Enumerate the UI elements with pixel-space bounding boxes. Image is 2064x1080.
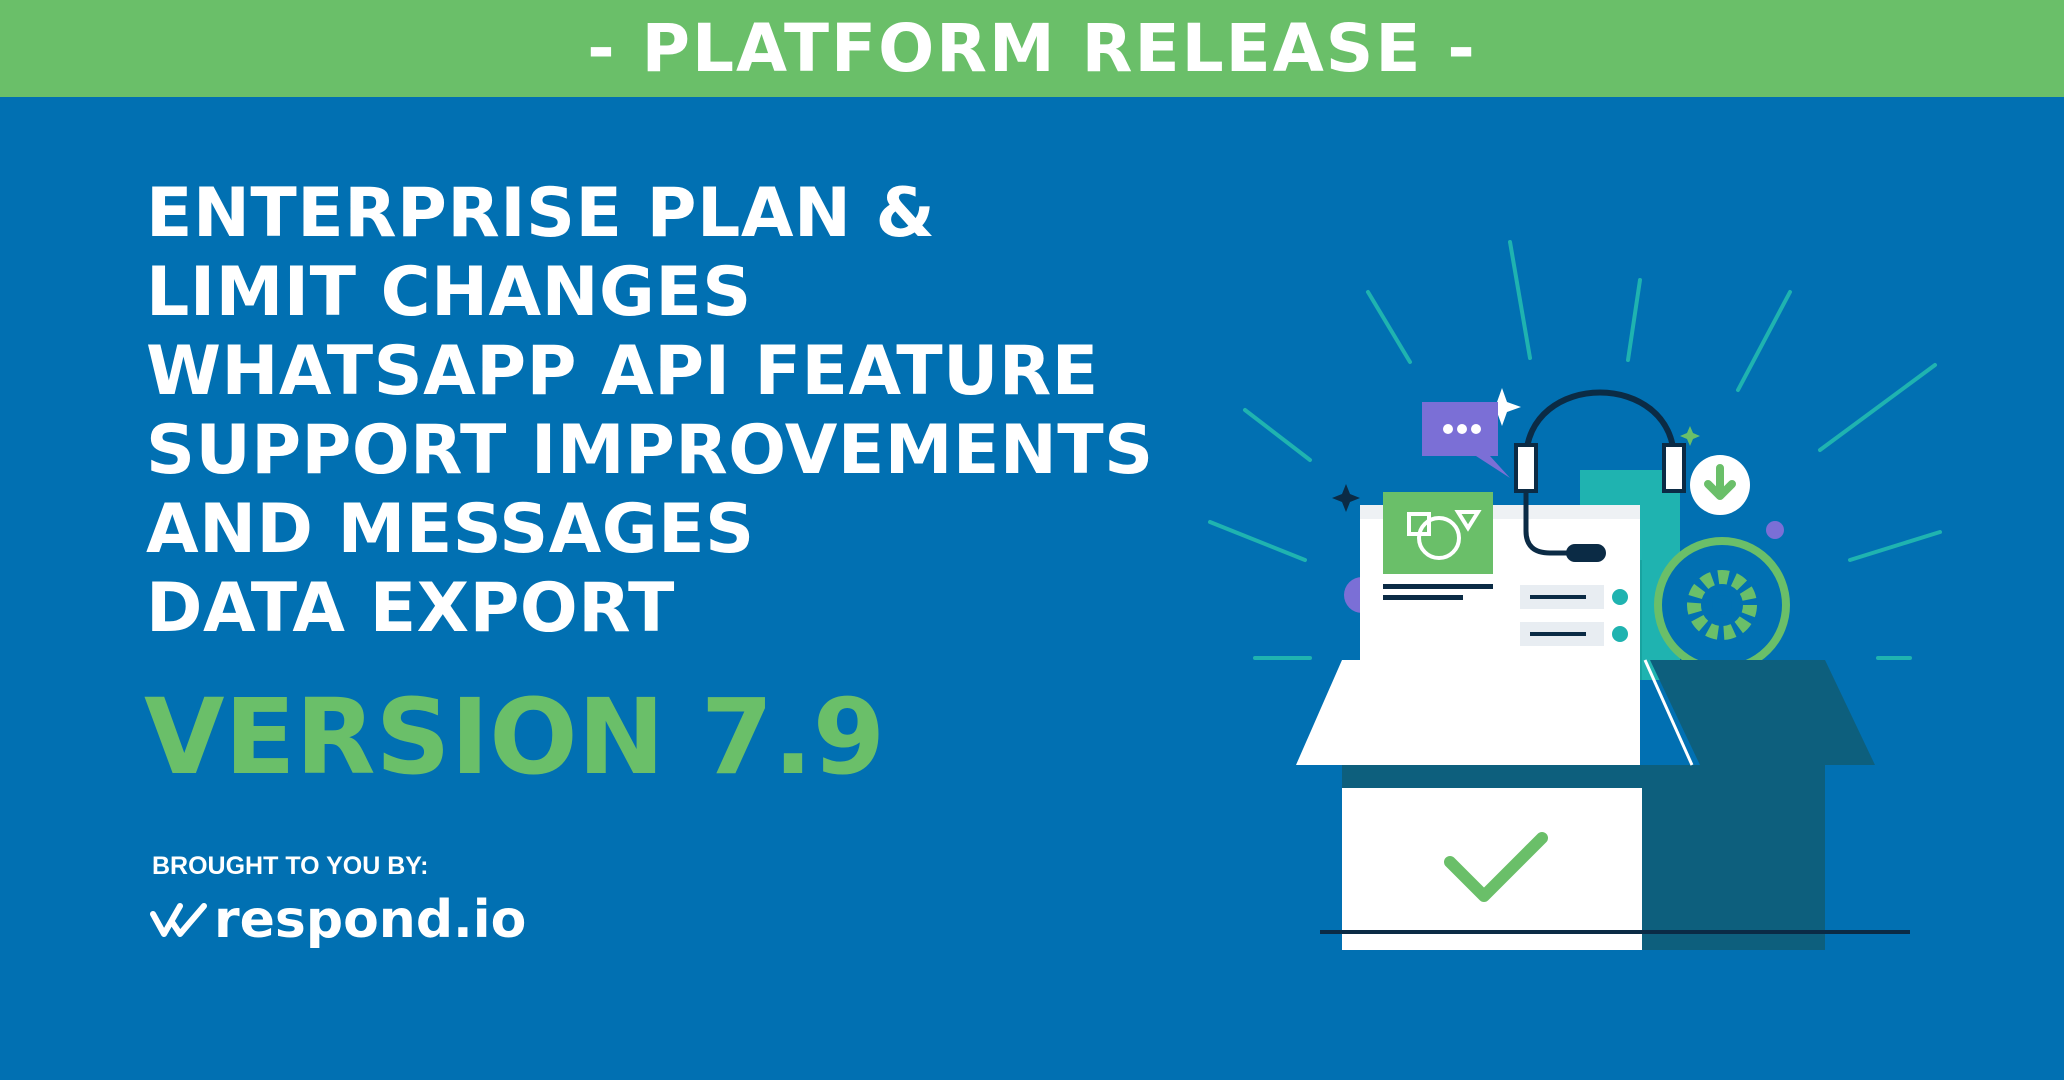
- chat-bubble-icon: [1422, 402, 1510, 478]
- byline-text: BROUGHT TO YOU BY:: [152, 852, 429, 880]
- burst-rays: [1208, 240, 1942, 660]
- checkmark-icon: [1444, 832, 1548, 902]
- sparkle-icon: [1332, 484, 1360, 512]
- sparkle-icon: [1680, 426, 1700, 446]
- brand-name: respond.io: [214, 890, 527, 950]
- release-box-illustration: [1208, 240, 1942, 950]
- release-headline: ENTERPRISE PLAN & LIMIT CHANGES WHATSAPP…: [146, 174, 1154, 648]
- headline-line: LIMIT CHANGES: [146, 253, 752, 332]
- headset-icon: [1514, 389, 1686, 562]
- headline-line: AND MESSAGES: [146, 490, 755, 569]
- headline-line: ENTERPRISE PLAN &: [146, 174, 936, 253]
- gear-icon: [1654, 537, 1790, 673]
- brand-logo: respond.io: [150, 888, 526, 952]
- sparkle-icon: [1483, 388, 1521, 426]
- download-icon: [1690, 455, 1750, 515]
- banner-title: - PLATFORM RELEASE -: [587, 10, 1477, 87]
- headline-line: SUPPORT IMPROVEMENTS: [146, 411, 1154, 490]
- version-label: VERSION 7.9: [144, 676, 886, 798]
- headline-line: WHATSAPP API FEATURE: [146, 332, 1099, 411]
- top-banner: - PLATFORM RELEASE -: [0, 0, 2064, 97]
- headline-line: DATA EXPORT: [146, 569, 675, 648]
- respond-logo-icon: [150, 903, 207, 937]
